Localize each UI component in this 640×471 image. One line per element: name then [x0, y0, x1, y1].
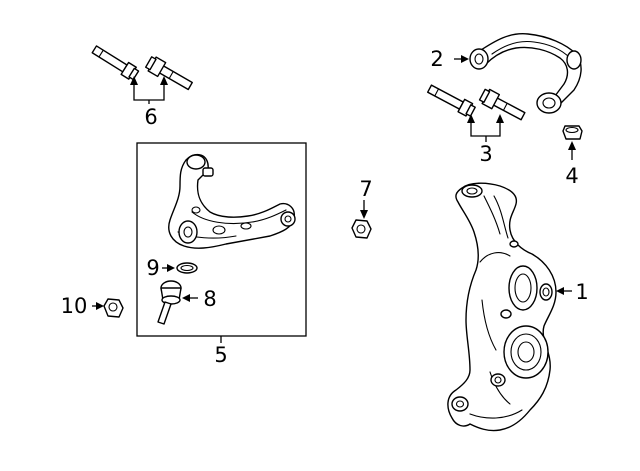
callout-3[interactable]: 3: [479, 142, 492, 166]
callout-8[interactable]: 8: [203, 287, 216, 311]
callout-1[interactable]: 1: [575, 280, 588, 304]
callout-7[interactable]: 7: [359, 177, 372, 201]
part-1-steering-knuckle[interactable]: [447, 182, 572, 432]
callout-9[interactable]: 9: [146, 256, 159, 280]
part-2-upper-control-arm[interactable]: [454, 33, 582, 114]
callout-4[interactable]: 4: [565, 164, 578, 188]
callout-6[interactable]: 6: [144, 105, 157, 129]
part-7-nut[interactable]: [351, 200, 372, 239]
callout-10[interactable]: 10: [61, 294, 88, 318]
part-6-bolts[interactable]: [91, 43, 195, 104]
part-3-bolts[interactable]: [426, 82, 526, 142]
part-10-nut[interactable]: [92, 298, 124, 318]
callout-5[interactable]: 5: [214, 343, 227, 367]
part-4-nut[interactable]: [562, 125, 583, 160]
part-8-ball-joint[interactable]: [157, 280, 198, 325]
part-5-lower-arm-assembly[interactable]: [136, 142, 307, 343]
callout-2[interactable]: 2: [430, 47, 443, 71]
part-9-snap-ring[interactable]: [162, 262, 198, 274]
